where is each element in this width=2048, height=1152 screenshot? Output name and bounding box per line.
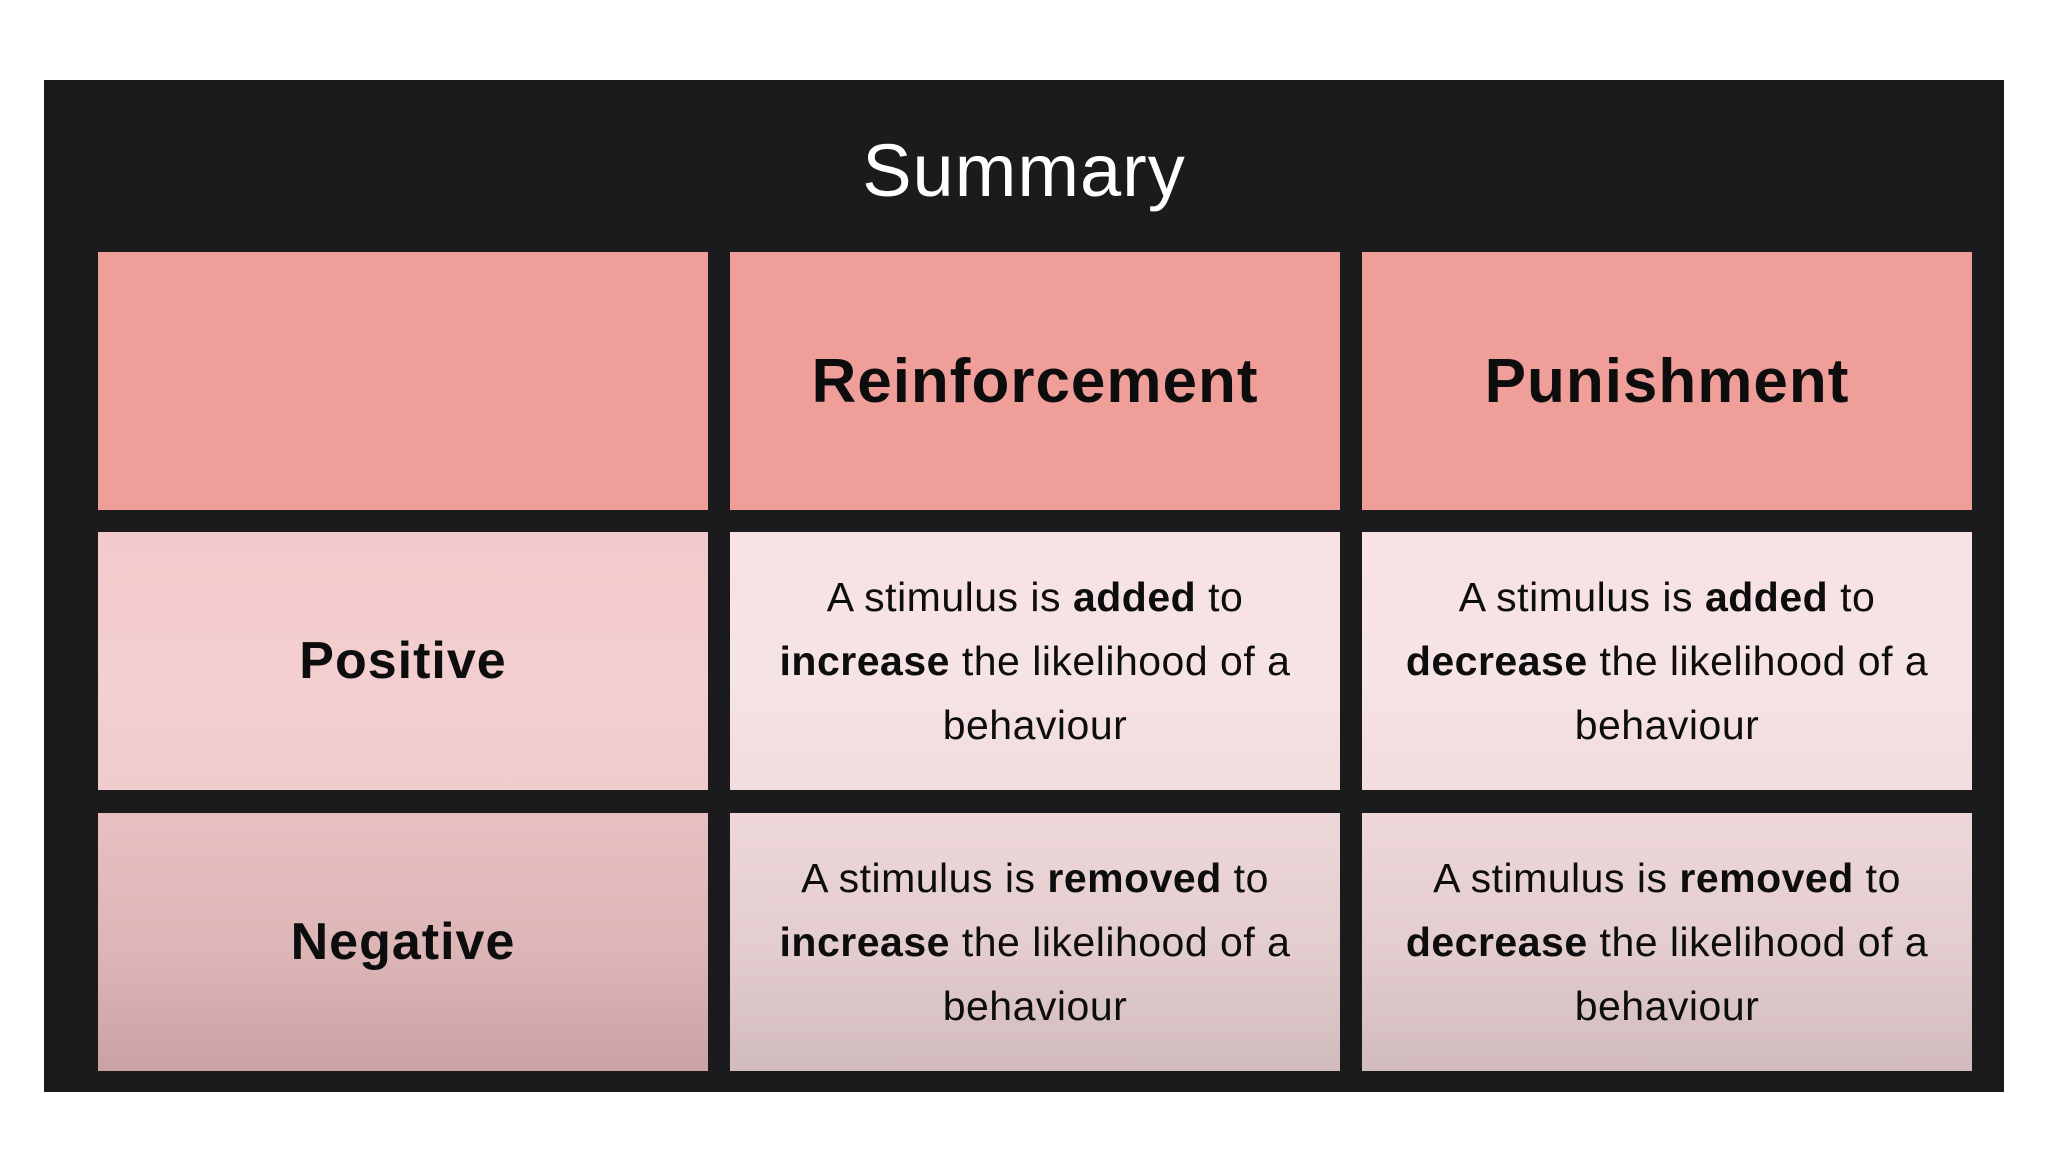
text-mid: to xyxy=(1828,574,1876,620)
header-punishment: Punishment xyxy=(1484,346,1850,416)
text-effect: decrease xyxy=(1405,638,1588,684)
header-cell-reinforcement: Reinforcement xyxy=(730,252,1340,510)
row-label-cell-positive: Positive xyxy=(98,532,708,790)
text-post: the likelihood of a behaviour xyxy=(942,919,1291,1029)
text-post: the likelihood of a behaviour xyxy=(1574,638,1929,748)
text-action: removed xyxy=(1047,855,1222,901)
slide: Summary Reinforcement Punishment Positiv… xyxy=(44,80,2004,1092)
text-effect: decrease xyxy=(1405,919,1588,965)
text-mid: to xyxy=(1221,855,1269,901)
row-label-positive: Positive xyxy=(299,632,507,690)
text-post: the likelihood of a behaviour xyxy=(942,638,1291,748)
slide-title: Summary xyxy=(862,129,1186,212)
text-action: removed xyxy=(1679,855,1854,901)
text-mid: to xyxy=(1853,855,1901,901)
cell-positive-reinforcement: A stimulus is added to increase the like… xyxy=(730,532,1340,790)
definition-negative-punishment: A stimulus is removed to decrease the li… xyxy=(1362,846,1972,1038)
cell-positive-punishment: A stimulus is added to decrease the like… xyxy=(1362,532,1972,790)
text-action: added xyxy=(1072,574,1197,620)
text-effect: increase xyxy=(779,919,950,965)
text-post: the likelihood of a behaviour xyxy=(1574,919,1929,1029)
cell-negative-punishment: A stimulus is removed to decrease the li… xyxy=(1362,813,1972,1071)
definition-positive-punishment: A stimulus is added to decrease the like… xyxy=(1362,565,1972,757)
cell-negative-reinforcement: A stimulus is removed to increase the li… xyxy=(730,813,1340,1071)
empty-header-cell xyxy=(98,252,708,510)
text-pre: A stimulus is xyxy=(1433,855,1680,901)
text-mid: to xyxy=(1196,574,1244,620)
row-label-negative: Negative xyxy=(290,913,516,971)
text-effect: increase xyxy=(779,638,950,684)
header-reinforcement: Reinforcement xyxy=(811,346,1259,416)
text-pre: A stimulus is xyxy=(1458,574,1705,620)
row-label-cell-negative: Negative xyxy=(98,813,708,1071)
definition-positive-reinforcement: A stimulus is added to increase the like… xyxy=(730,565,1340,757)
header-cell-punishment: Punishment xyxy=(1362,252,1972,510)
text-pre: A stimulus is xyxy=(826,574,1073,620)
text-pre: A stimulus is xyxy=(801,855,1048,901)
text-action: added xyxy=(1704,574,1829,620)
definition-negative-reinforcement: A stimulus is removed to increase the li… xyxy=(730,846,1340,1038)
